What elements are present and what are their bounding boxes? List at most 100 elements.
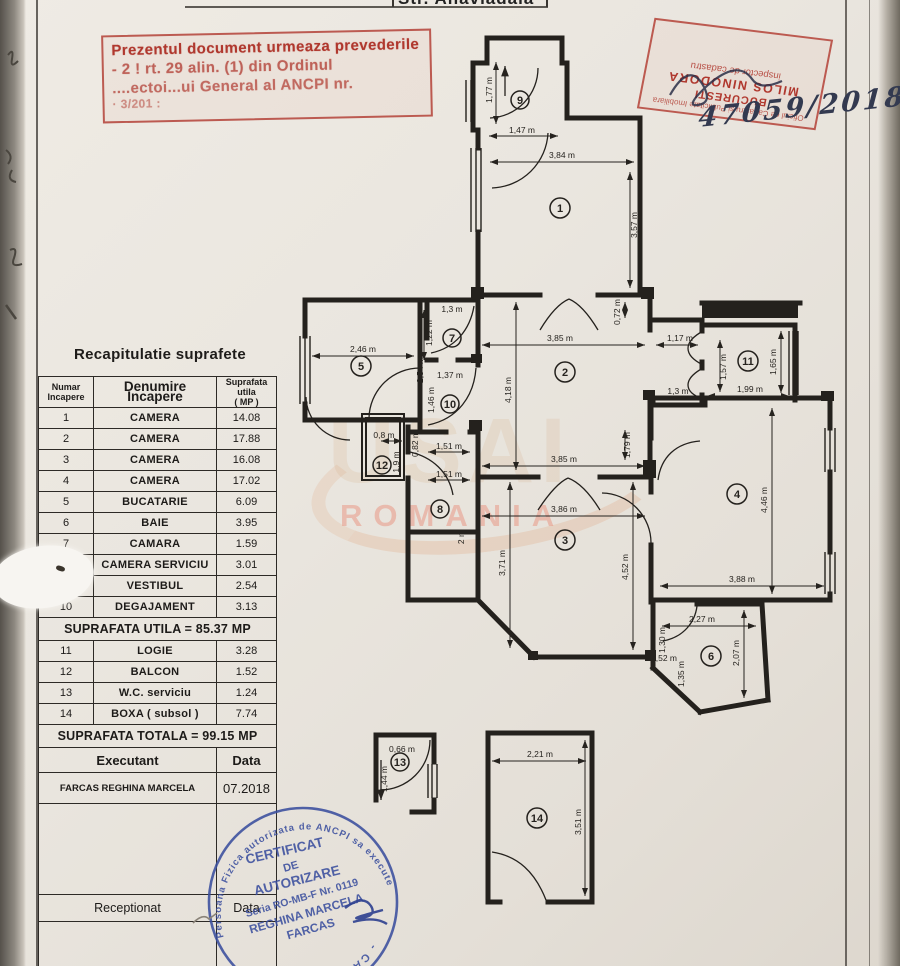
dim-label: 1,57 m: [718, 354, 728, 380]
room-number: 2: [562, 367, 568, 379]
dim-label: 2,46 m: [350, 344, 376, 354]
dim-label: 0,52 m: [651, 653, 677, 663]
blue-round-stamp: Persoana Fizica autorizata de ANCPI sa e…: [163, 761, 399, 966]
dim-label: 1,9 m: [391, 451, 401, 472]
room-number: 4: [734, 489, 741, 501]
dim-label: 1,77 m: [484, 77, 494, 103]
empty-cell: [38, 921, 217, 966]
wall-piers: [469, 287, 834, 661]
room-markers: 1 2 3 4 5 6 7 8 9 10 11 12 13 14: [350, 90, 759, 829]
empty-bottom-row: [38, 921, 277, 966]
stamp-center-line: DE: [282, 859, 300, 875]
room-number: 9: [517, 95, 523, 107]
data-label: Data: [216, 747, 277, 773]
room-marker: 7: [442, 328, 462, 348]
dim-label: 4,46 m: [759, 487, 769, 513]
dim-label: 2,07 m: [731, 640, 741, 666]
room-number: 6: [708, 651, 714, 663]
dim-label: 0,66 m: [389, 744, 415, 754]
dim-label: 2 m: [456, 530, 466, 544]
room-marker: 6: [700, 645, 722, 667]
top-cut-text: Str. Anaviadala: [330, 0, 630, 9]
room-marker: 12: [372, 455, 392, 475]
dim-label: 4,18 m: [503, 377, 513, 403]
top-cut-tick: [392, 0, 394, 7]
room-marker: 14: [526, 807, 548, 829]
photo-right-edge: [878, 0, 900, 966]
cell-name: CAMERA: [93, 470, 217, 492]
dim-label: 3,84 m: [549, 150, 575, 160]
photo-left-edge: [0, 0, 26, 966]
dim-label: 4,52 m: [620, 554, 630, 580]
arrows: [377, 66, 509, 800]
dim-label: 1,44 m: [379, 766, 389, 792]
dim-label: 0,82 m: [410, 431, 420, 457]
cell-area: 6.09: [216, 491, 277, 513]
cell-name: VESTIBUL: [93, 575, 217, 597]
cell-name: BOXA ( subsol ): [93, 703, 217, 725]
room-marker: 13: [390, 752, 410, 772]
table-header-row: Numar Incapere Denumire Incapere Suprafa…: [38, 376, 277, 408]
windows: [299, 80, 836, 798]
header-numar: Numar Incapere: [38, 376, 94, 408]
dim-label: 1,3 m: [441, 304, 462, 314]
room-marker: 1: [549, 197, 571, 219]
cell-name: BUCATARIE: [93, 491, 217, 513]
dim-label: 0,8 m: [373, 430, 394, 440]
svg-text:- CATEGORIA: - CATEGORIA: [283, 940, 385, 966]
cell-area: 3.13: [216, 596, 277, 618]
stamp-ring-bottom: - CATEGORIA: [283, 940, 385, 966]
cell-area: 3.28: [216, 640, 277, 662]
top-cut-table-line: [185, 6, 548, 8]
dim-label: 0,72 m: [612, 299, 622, 325]
subtotal-row: SUPRAFATA UTILA = 85.37 MP: [38, 617, 277, 641]
left-frame-line: [36, 0, 38, 966]
subtotal-text: SUPRAFATA UTILA = 85.37 MP: [38, 617, 277, 641]
room-number: 10: [444, 399, 456, 411]
dim-label: 1,51 m: [436, 441, 462, 451]
header-denumire: Denumire Incapere: [93, 376, 217, 408]
dim-label: 1,35 m: [676, 661, 686, 687]
dim-label: 1,51 m: [436, 469, 462, 479]
dim-label: 3,71 m: [497, 550, 507, 576]
table-title: Recapitulatie suprafete: [74, 346, 246, 363]
dim-label: 1,17 m: [667, 333, 693, 343]
room-number: 7: [449, 333, 455, 345]
dim-label: 3,85 m: [547, 333, 573, 343]
room-marker: 9: [510, 90, 530, 110]
room-number: 13: [394, 757, 406, 769]
dimension-labels: 1,77 m 1,47 m 3,84 m 3,57 m 1,3 m 1,22 m…: [350, 77, 778, 835]
certifier-signature: [344, 899, 388, 926]
dim-label: 1,37 m: [437, 370, 463, 380]
dim-label: 1,99 m: [737, 384, 763, 394]
right-frame-line: [845, 0, 847, 966]
edge-scribbles: [4, 50, 23, 320]
top-cut-tick-2: [546, 0, 548, 7]
dim-label: 1,3 m: [667, 386, 688, 396]
dim-label: 3,85 m: [551, 454, 577, 464]
dim-label: 3,51 m: [573, 809, 583, 835]
dim-label: 2,54 m: [415, 357, 425, 383]
room-marker: 2: [554, 361, 576, 383]
balcony-walls: [361, 413, 405, 481]
room-marker: 8: [430, 499, 450, 519]
room-number: 14: [531, 813, 544, 825]
room-number: 3: [562, 535, 568, 547]
room-number: 11: [742, 356, 754, 368]
header-suprafata: Suprafata utila ( MP ): [216, 376, 277, 408]
dim-label: 2,27 m: [689, 614, 715, 624]
dim-label: 1,46 m: [426, 387, 436, 413]
dim-label: 3,88 m: [729, 574, 755, 584]
executant-date: 07.2018: [216, 772, 277, 804]
dim-label: 1,30 m: [657, 627, 667, 653]
room-marker: 4: [726, 483, 748, 505]
empty-row: [38, 803, 277, 895]
dim-label: 3,57 m: [629, 212, 639, 238]
